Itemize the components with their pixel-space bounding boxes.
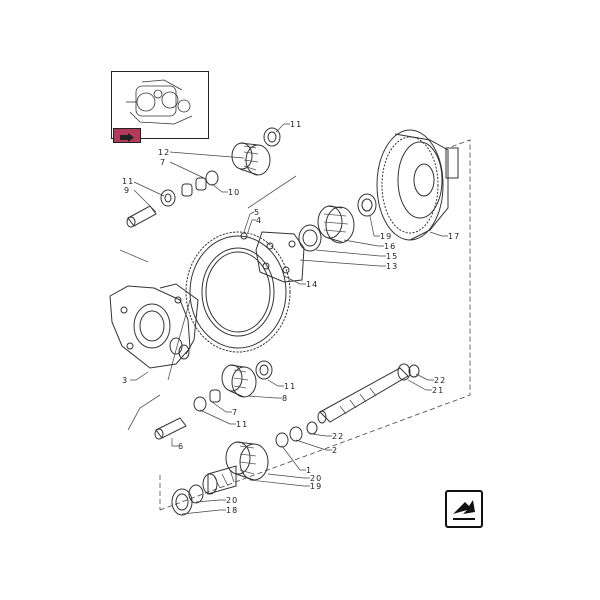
break-line-mid xyxy=(167,299,191,381)
callout-6: 6 xyxy=(178,442,184,451)
callout-4: 4 xyxy=(256,216,262,225)
washer-11a xyxy=(263,127,281,147)
pin-5 xyxy=(240,232,248,240)
output-shaft-21 xyxy=(317,363,420,424)
callout-16: 16 xyxy=(384,242,396,251)
assembly-thumbnail[interactable] xyxy=(111,71,209,139)
callout-8: 8 xyxy=(282,394,288,403)
callout-20: 20 xyxy=(226,496,238,505)
callout-19: 19 xyxy=(310,482,322,491)
callout-9: 9 xyxy=(124,186,130,195)
callout-11: 11 xyxy=(284,382,296,391)
callout-11: 11 xyxy=(290,120,302,129)
washer-2 xyxy=(289,426,303,442)
callout-20: 20 xyxy=(310,474,322,483)
callout-12: 12 xyxy=(158,148,170,157)
callout-22: 22 xyxy=(332,432,344,441)
washer-1 xyxy=(275,432,289,448)
planet-pin-lower xyxy=(154,417,187,440)
large-gear-disc xyxy=(185,231,291,353)
washer-20 xyxy=(188,484,204,504)
planet-gear-upper xyxy=(231,127,281,176)
callout-7: 7 xyxy=(232,408,238,417)
callout-17: 17 xyxy=(448,232,460,241)
callout-13: 13 xyxy=(386,262,398,271)
callout-10: 10 xyxy=(228,188,240,197)
lock-plate-14 xyxy=(255,231,305,283)
break-line-low xyxy=(127,394,161,431)
ring-gear-17 xyxy=(376,129,459,241)
break-line-top xyxy=(247,175,297,209)
leader-lines xyxy=(130,123,448,515)
arrow-flag-icon[interactable] xyxy=(113,128,141,143)
assembly-thumbnail-icon xyxy=(126,79,193,125)
callout-1: 1 xyxy=(306,466,312,475)
washer-19a xyxy=(357,193,377,217)
callout-11: 11 xyxy=(122,177,134,186)
callout-15: 15 xyxy=(386,252,398,261)
callout-7: 7 xyxy=(160,158,166,167)
bearing-16 xyxy=(317,205,355,244)
break-line-left xyxy=(119,249,149,263)
planet-pin-upper xyxy=(126,205,157,228)
callout-3: 3 xyxy=(122,376,128,385)
needle-bearing-upper xyxy=(160,170,219,207)
callout-14: 14 xyxy=(306,280,318,289)
carrier-housing-3 xyxy=(109,283,199,369)
callout-21: 21 xyxy=(432,386,444,395)
navigation-arrow-icon xyxy=(453,500,475,520)
washer-15 xyxy=(298,224,322,252)
callout-5: 5 xyxy=(254,208,260,217)
snap-ring-22 xyxy=(306,421,318,435)
callout-22: 22 xyxy=(434,376,446,385)
callout-18: 18 xyxy=(226,506,238,515)
sun-gear-shaft xyxy=(202,441,269,495)
navigation-arrow-button[interactable] xyxy=(445,490,483,528)
callout-2: 2 xyxy=(332,446,338,455)
callout-19: 19 xyxy=(380,232,392,241)
callout-11: 11 xyxy=(236,420,248,429)
planet-gear-lower xyxy=(193,360,273,412)
assembly-boundary xyxy=(159,139,471,511)
